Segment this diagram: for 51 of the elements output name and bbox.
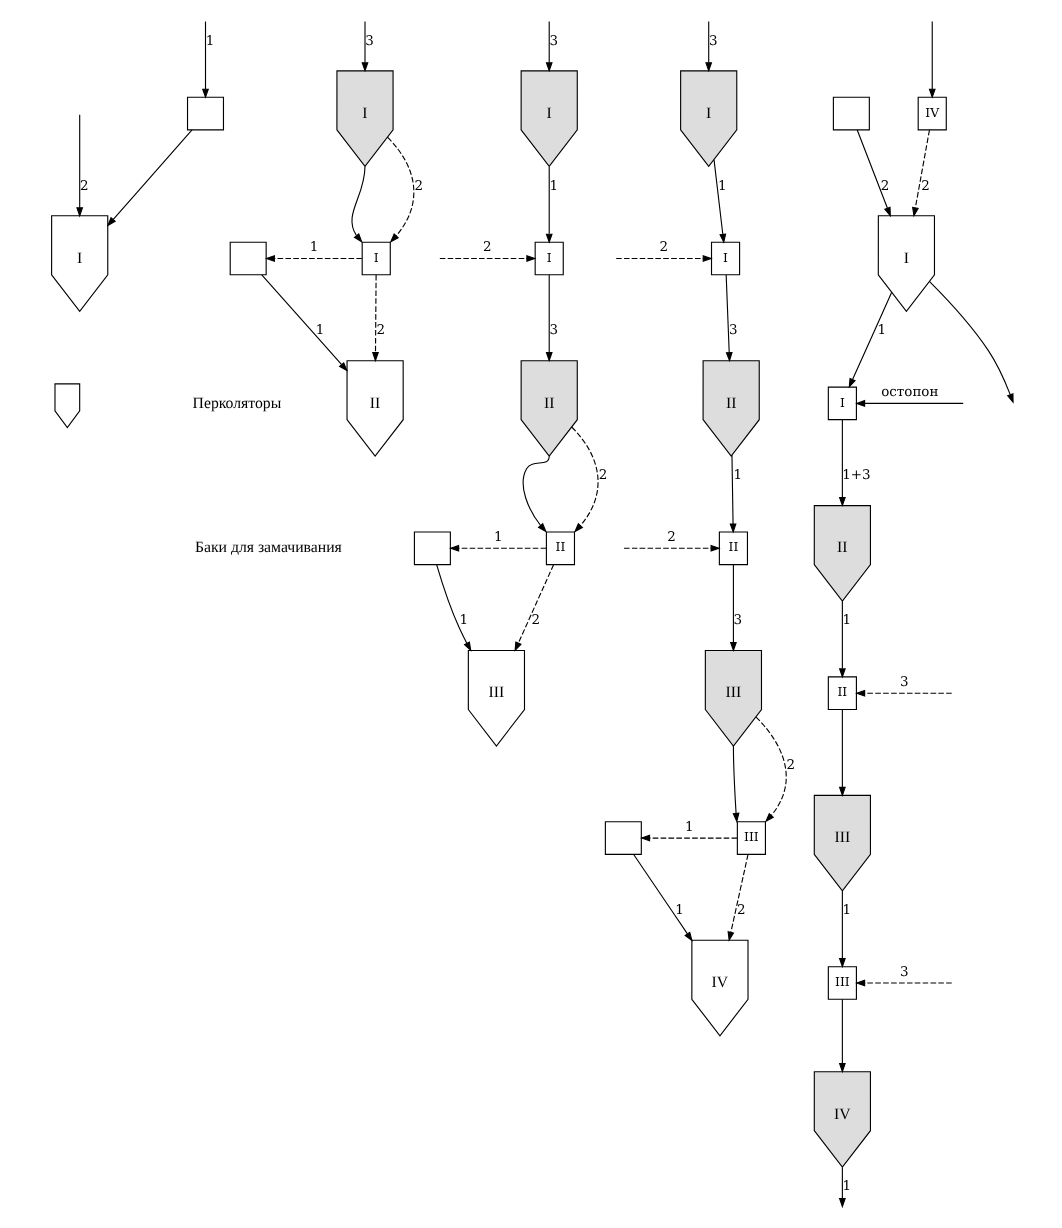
arrow [855,129,890,218]
arrow [632,853,692,942]
arrow [854,689,952,697]
arrow [928,281,1013,404]
arrow [544,274,552,363]
arrow [704,21,712,73]
arrow [847,291,892,389]
arrow [438,254,536,263]
arrow [521,455,549,533]
arrow [726,853,748,942]
arrow [837,890,845,969]
arrow [854,399,963,407]
arrow [263,254,362,263]
arrow [570,426,598,533]
arrow [754,716,786,823]
arrow [724,274,732,363]
arrow [513,564,554,652]
arrow [837,998,845,1074]
arrow [927,21,935,99]
arrow [622,544,720,552]
arrow [105,129,192,227]
node-box [831,96,869,131]
arrow [837,1166,845,1209]
node-box [228,241,266,276]
arrow [837,709,845,797]
arrow [435,564,471,652]
arrow [728,564,736,652]
arrow [360,21,368,73]
arrow [75,114,83,218]
legend-label: Перколяторы [191,393,281,412]
arrow [910,129,930,218]
arrow [854,979,952,987]
arrow [731,745,739,823]
arrow [728,454,736,534]
arrow [385,136,414,243]
arrow [260,274,347,372]
arrow [712,159,726,244]
arrow [350,165,365,243]
node-box [185,96,224,131]
legend-label: Баки для замачивания [193,538,341,557]
arrow [544,21,552,73]
arrow [200,21,209,99]
node-box [412,531,450,566]
arrow [544,166,552,244]
arrow [837,419,845,508]
arrow [639,834,737,842]
arrow [448,544,546,552]
arrow [837,600,845,679]
node-box [603,821,641,855]
arrow [614,254,712,263]
arrow [370,274,379,363]
